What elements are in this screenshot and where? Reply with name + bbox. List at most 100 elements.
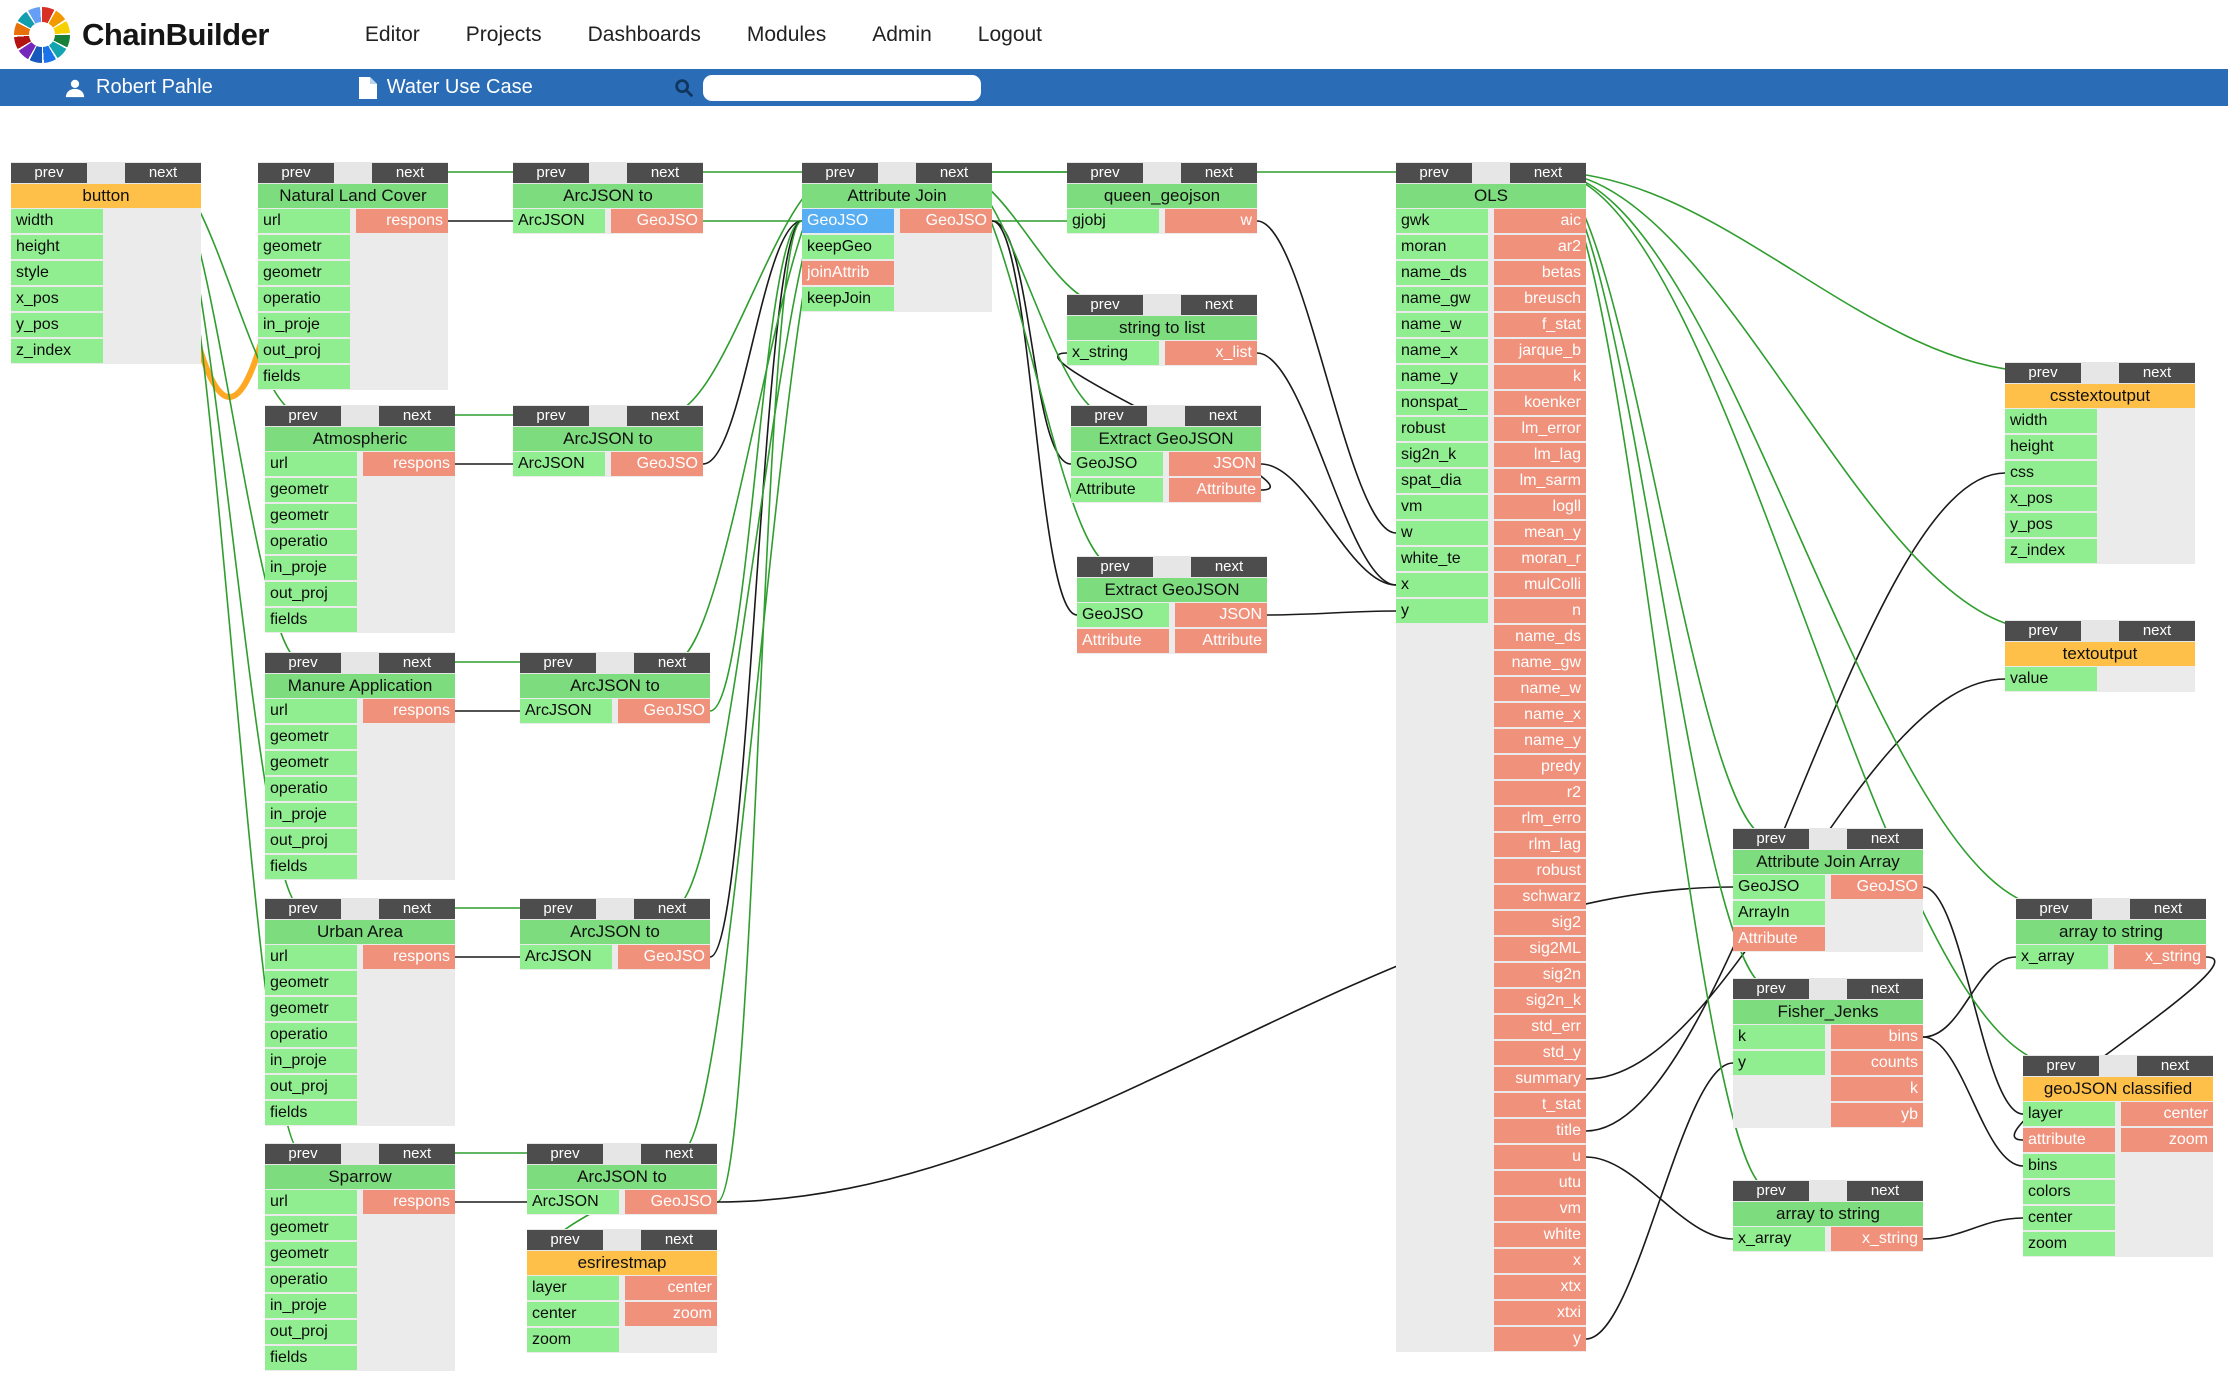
output-port-zoom[interactable]: zoom [625,1302,717,1326]
input-port-gjobj[interactable]: gjobj [1067,209,1159,233]
output-port-utu[interactable]: utu [1494,1171,1586,1195]
next-button[interactable]: next [2137,1056,2213,1076]
input-port-robust[interactable]: robust [1396,417,1488,441]
output-port-name_w[interactable]: name_w [1494,677,1586,701]
output-port-sig2[interactable]: sig2 [1494,911,1586,935]
input-port-geometr[interactable]: geometr [265,725,357,749]
input-port-GeoJSO[interactable]: GeoJSO [1077,603,1169,627]
input-port-w[interactable]: w [1396,521,1488,545]
input-port-white_te[interactable]: white_te [1396,547,1488,571]
prev-button[interactable]: prev [1733,829,1809,849]
output-port-rlm_lag[interactable]: rlm_lag [1494,833,1586,857]
input-port-fields[interactable]: fields [265,1101,357,1125]
input-port-geometr[interactable]: geometr [265,1242,357,1266]
output-port-xtxi[interactable]: xtxi [1494,1301,1586,1325]
output-port-logll[interactable]: logll [1494,495,1586,519]
output-port-center[interactable]: center [2121,1102,2213,1126]
prev-button[interactable]: prev [265,653,341,673]
next-button[interactable]: next [379,653,455,673]
input-port-name_ds[interactable]: name_ds [1396,261,1488,285]
input-port-out_proj[interactable]: out_proj [265,829,357,853]
next-button[interactable]: next [1847,1181,1923,1201]
prev-button[interactable]: prev [2005,621,2081,641]
output-port-bins[interactable]: bins [1831,1025,1923,1049]
input-port-width[interactable]: width [2005,409,2097,433]
next-button[interactable]: next [641,1230,717,1250]
next-button[interactable]: next [379,1144,455,1164]
input-port-GeoJSO[interactable]: GeoJSO [1071,452,1163,476]
output-port-x_string[interactable]: x_string [1831,1227,1923,1251]
next-button[interactable]: next [916,163,992,183]
input-port-name_gw[interactable]: name_gw [1396,287,1488,311]
output-port-title[interactable]: title [1494,1119,1586,1143]
input-port-ArcJSON[interactable]: ArcJSON [520,699,612,723]
input-port-bins[interactable]: bins [2023,1154,2115,1178]
next-button[interactable]: next [634,653,710,673]
input-port-y[interactable]: y [1396,599,1488,623]
next-button[interactable]: next [125,163,201,183]
output-port-std_err[interactable]: std_err [1494,1015,1586,1039]
node-title[interactable]: Natural Land Cover [258,184,448,208]
input-port-attribute[interactable]: attribute [2023,1128,2115,1152]
input-port-geometr[interactable]: geometr [265,504,357,528]
node-title[interactable]: geoJSON classified [2023,1077,2213,1101]
output-port-name_x[interactable]: name_x [1494,703,1586,727]
output-port-k[interactable]: k [1494,365,1586,389]
output-port-u[interactable]: u [1494,1145,1586,1169]
input-port-fields[interactable]: fields [265,608,357,632]
output-port-sig2n_k[interactable]: sig2n_k [1494,989,1586,1013]
output-port-breusch[interactable]: breusch [1494,287,1586,311]
output-port-schwarz[interactable]: schwarz [1494,885,1586,909]
output-port-sig2n[interactable]: sig2n [1494,963,1586,987]
next-button[interactable]: next [1185,406,1261,426]
input-port-operatio[interactable]: operatio [258,287,350,311]
input-port-style[interactable]: style [11,261,103,285]
input-port-geometr[interactable]: geometr [265,478,357,502]
input-port-in_proje[interactable]: in_proje [265,803,357,827]
prev-button[interactable]: prev [1077,557,1153,577]
output-port-aic[interactable]: aic [1494,209,1586,233]
prev-button[interactable]: prev [258,163,334,183]
input-port-GeoJSO[interactable]: GeoJSO [802,209,894,233]
input-port-center[interactable]: center [527,1302,619,1326]
output-port-rlm_erro[interactable]: rlm_erro [1494,807,1586,831]
input-port-geometr[interactable]: geometr [258,235,350,259]
input-port-name_x[interactable]: name_x [1396,339,1488,363]
output-port-white[interactable]: white [1494,1223,1586,1247]
input-port-keepGeo[interactable]: keepGeo [802,235,894,259]
input-port-operatio[interactable]: operatio [265,530,357,554]
input-port-name_y[interactable]: name_y [1396,365,1488,389]
output-port-name_y[interactable]: name_y [1494,729,1586,753]
input-port-zoom[interactable]: zoom [527,1328,619,1352]
input-port-GeoJSO[interactable]: GeoJSO [1733,875,1825,899]
input-port-operatio[interactable]: operatio [265,777,357,801]
input-port-geometr[interactable]: geometr [258,261,350,285]
node-title[interactable]: ArcJSON to [513,184,703,208]
input-port-url[interactable]: url [258,209,350,233]
input-port-geometr[interactable]: geometr [265,751,357,775]
next-button[interactable]: next [1191,557,1267,577]
output-port-GeoJSO[interactable]: GeoJSO [618,699,710,723]
input-port-operatio[interactable]: operatio [265,1268,357,1292]
node-title[interactable]: Extract GeoJSON [1071,427,1261,451]
output-port-lm_lag[interactable]: lm_lag [1494,443,1586,467]
node-title[interactable]: OLS [1396,184,1586,208]
next-button[interactable]: next [372,163,448,183]
node-title[interactable]: Urban Area [265,920,455,944]
input-port-fields[interactable]: fields [258,365,350,389]
input-port-in_proje[interactable]: in_proje [258,313,350,337]
next-button[interactable]: next [627,406,703,426]
